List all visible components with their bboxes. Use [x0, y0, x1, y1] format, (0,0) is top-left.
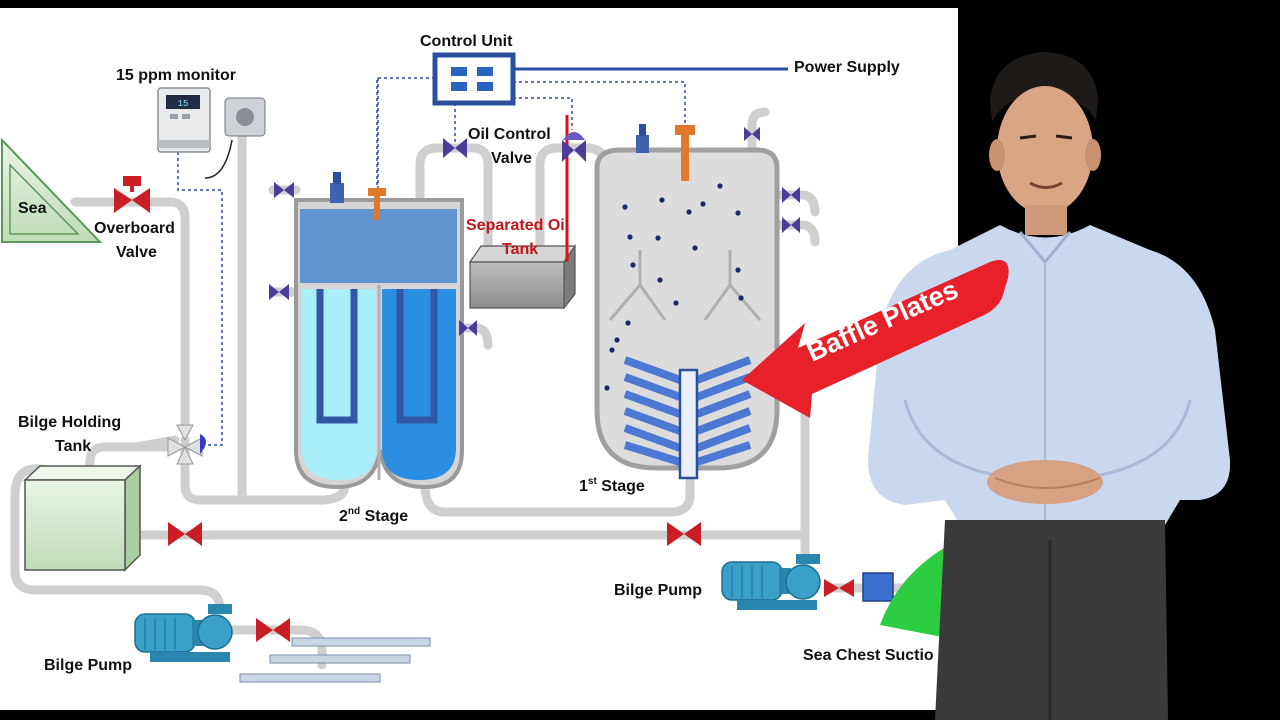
- oil-droplets: [604, 183, 744, 391]
- baffle-plate-stack: [623, 356, 752, 466]
- overboard-valve-icon: [114, 176, 150, 213]
- ppm-monitor-device: 15: [157, 87, 266, 179]
- power-supply-label: Power Supply: [794, 59, 900, 76]
- second-stage-label: 2nd Stage: [339, 506, 408, 525]
- sea-triangle: [1, 137, 103, 243]
- level-sensor-icon: [368, 125, 695, 220]
- oily-water-separator-diagram: 15: [1, 33, 958, 683]
- relief-valve-icon: [636, 124, 649, 153]
- three-way-valve-icon: [167, 424, 206, 465]
- bowtie-valve-icon: [256, 618, 290, 642]
- bowtie-valve-icon: [824, 579, 854, 597]
- pipework: [10, 107, 915, 670]
- first-stage-word: Stage: [597, 478, 645, 495]
- ppm-monitor-label: 15 ppm monitor: [116, 67, 236, 84]
- control-unit: [432, 52, 516, 106]
- separated-oil-tank-label-1: Separated Oil: [466, 217, 569, 234]
- discharge-pipes: [239, 637, 431, 683]
- monitor-display: 15: [178, 99, 189, 109]
- bilge-holding-tank: [23, 464, 142, 572]
- relief-valve-icon: [330, 172, 344, 203]
- presenter-figure: [868, 52, 1231, 720]
- first-stage-label: 1st Stage: [579, 476, 645, 495]
- first-stage-number: 1: [579, 478, 588, 495]
- strainer-icon: [862, 572, 894, 602]
- sea-chest-shape: [880, 540, 958, 640]
- bilge-pump-left-label: Bilge Pump: [44, 657, 132, 674]
- bowtie-valve-icon: [168, 522, 202, 546]
- overboard-valve-label-2: Valve: [116, 244, 157, 261]
- overboard-valve-label-1: Overboard: [94, 220, 175, 237]
- separated-oil-tank-label-2: Tank: [502, 241, 538, 258]
- control-unit-label: Control Unit: [420, 33, 513, 50]
- bilge-holding-tank-label-1: Bilge Holding: [18, 414, 121, 431]
- bilge-holding-tank-label-2: Tank: [55, 438, 91, 455]
- second-stage-number: 2: [339, 508, 348, 525]
- bilge-pump-left-icon: [134, 604, 233, 662]
- first-stage-suffix: st: [588, 476, 598, 487]
- sea-label: Sea: [18, 200, 47, 217]
- bowtie-valve-icon: [269, 127, 800, 336]
- second-stage-suffix: nd: [348, 506, 360, 517]
- second-stage-separator: [294, 198, 464, 490]
- separated-oil-tank: [468, 244, 577, 310]
- bilge-pump-right-label: Bilge Pump: [614, 582, 702, 599]
- first-stage-separator: [594, 147, 780, 480]
- second-stage-word: Stage: [360, 508, 408, 525]
- oil-control-valve-label-1: Oil Control: [468, 126, 551, 143]
- oil-control-valve-icon: [562, 132, 586, 162]
- sea-chest-suction-label: Sea Chest Suctio: [803, 647, 934, 664]
- oil-control-valve-label-2: Valve: [491, 150, 532, 167]
- bowtie-valve-icon: [667, 522, 701, 546]
- bilge-pump-right-icon: [721, 554, 821, 610]
